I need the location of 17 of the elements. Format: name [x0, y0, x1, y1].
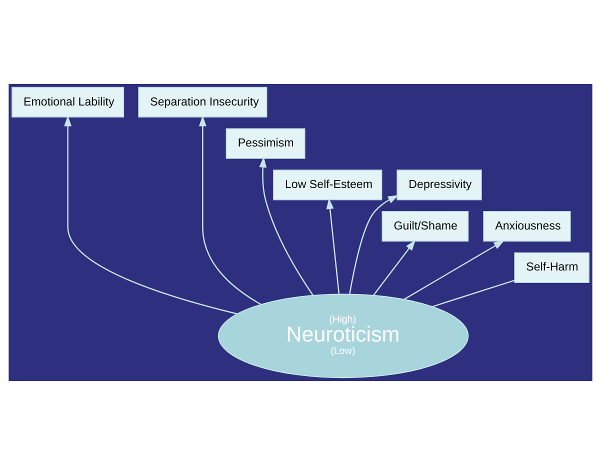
arrow — [349, 194, 399, 294]
arrow — [326, 198, 340, 294]
arrow — [259, 156, 314, 296]
connector — [432, 279, 515, 307]
arrow — [373, 239, 416, 296]
node-box: Self-Harm — [514, 252, 590, 282]
node-box: Separation Insecurity — [138, 86, 268, 117]
node-box: Guilt/Shame — [382, 210, 469, 242]
arrow — [64, 115, 238, 314]
node-box: Low Self-Esteem — [273, 169, 382, 200]
node-box: Pessimism — [226, 128, 306, 158]
arrow — [198, 115, 262, 304]
node-box: Anxiousness — [483, 210, 571, 242]
node-box: Emotional Lability — [12, 86, 124, 117]
node-box: Depressivity — [396, 169, 482, 200]
arrow — [404, 240, 505, 300]
node-ellipse: (High) Neuroticism (Low) — [218, 293, 469, 378]
